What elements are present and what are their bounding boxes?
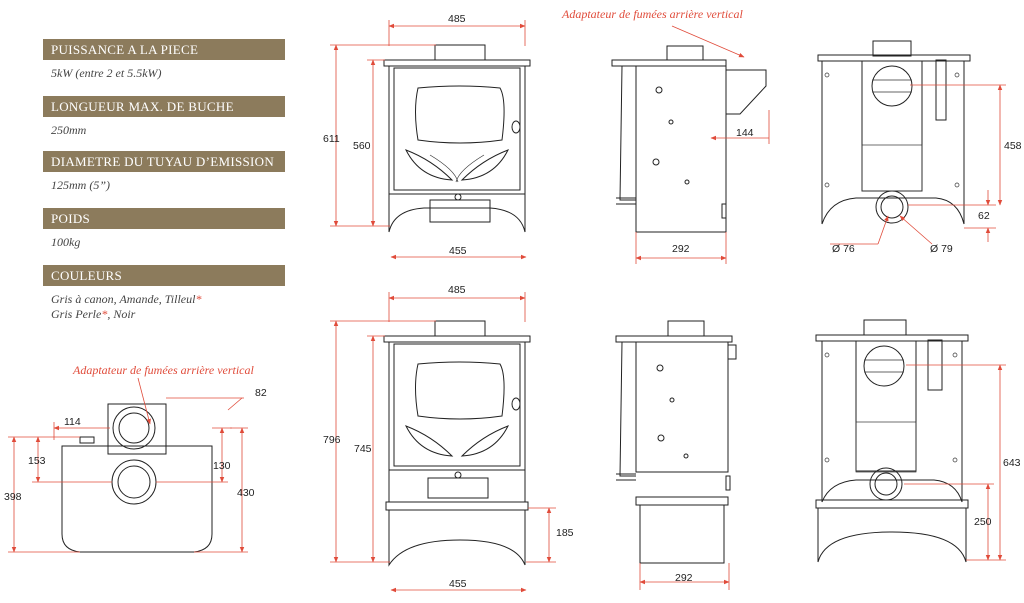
spec-heading: POIDS [43,208,285,229]
dim-text: 485 [448,284,466,296]
dim-text: 455 [449,578,467,590]
dim-text: 62 [978,210,990,222]
spec-value: 250mm [51,123,87,137]
dim-text: 82 [255,387,267,399]
dim-text: 144 [736,127,754,139]
dim-text: 398 [4,491,22,503]
spec-heading: LONGUEUR MAX. DE BUCHE [43,96,285,117]
dim-text: 643 [1003,457,1021,469]
spec-value: 125mm (5”) [51,178,110,192]
dim-text: 458 [1004,140,1022,152]
dim-text: 611 [323,133,340,145]
top-back-view: 458 62 Ø 76 Ø 79 [817,40,1022,255]
spec-value: 5kW (entre 2 et 5.5kW) [51,66,162,80]
asterisk: * [101,307,108,321]
dim-text: 153 [28,455,46,467]
spec-value: 100kg [51,235,81,249]
dim-text: 292 [675,572,693,584]
dim-text: 485 [448,13,466,25]
colour-list-2b: , Noir [107,307,136,321]
bottom-back-view: 643 250 [815,319,1021,563]
adapter-note: Adaptateur de fumées arrière vertical [72,363,255,377]
dim-text: 130 [213,460,231,472]
dim-text: 185 [556,527,574,539]
spec-colours: COULEURS Gris à canon, Amande, Tilleul* … [43,265,285,322]
adapter-note: Adaptateur de fumées arrière vertical [561,7,744,21]
dim-text: Ø 79 [930,243,953,255]
spec-heading: COULEURS [43,265,285,286]
dim-text: 796 [323,434,341,446]
dim-text: 114 [64,416,81,428]
top-side-view: 144 292 Adaptateur de fumées arrière ver… [561,7,770,264]
dim-text: 560 [353,140,371,152]
spec-heading: PUISSANCE A LA PIECE [43,39,285,60]
plan-view: 82 114 398 153 130 430 Adaptateur de fum… [4,363,267,553]
bottom-side-view: 292 [615,320,737,590]
top-front-view: 485 455 611 560 [323,13,531,260]
spec-weight: POIDS 100kg [43,208,285,250]
spec-power: PUISSANCE A LA PIECE 5kW (entre 2 et 5.5… [43,39,285,81]
colour-list-1: Gris à canon, Amande, Tilleul [51,292,196,306]
dim-text: 455 [449,245,467,257]
dim-text: 430 [237,487,255,499]
asterisk: * [195,292,202,306]
dim-text: 250 [974,516,992,528]
dim-text: 292 [672,243,690,255]
spec-flue-diameter: DIAMETRE DU TUYAU D’EMISSION 125mm (5”) [43,151,285,193]
spec-log-length: LONGUEUR MAX. DE BUCHE 250mm [43,96,285,138]
bottom-front-view: 485 455 796 745 185 [323,284,574,593]
spec-value: Gris à canon, Amande, Tilleul* Gris Perl… [51,292,285,322]
spec-heading: DIAMETRE DU TUYAU D’EMISSION [43,151,285,172]
colour-list-2a: Gris Perle [51,307,102,321]
dim-text: 745 [354,443,372,455]
dim-text: Ø 76 [832,243,855,255]
